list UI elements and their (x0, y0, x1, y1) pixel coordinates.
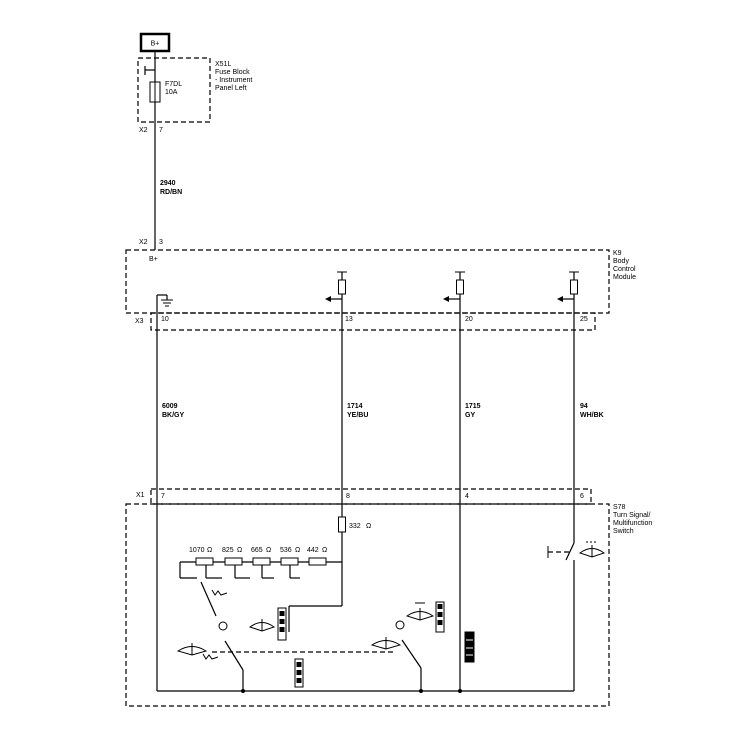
svg-text:RD/BN: RD/BN (160, 189, 182, 196)
power-label: B+ (151, 41, 160, 48)
svg-text:WH/BK: WH/BK (580, 412, 604, 419)
fuse-connector: X2 (139, 127, 148, 134)
bcm-power-connector: X2 (139, 239, 148, 246)
svg-text:6009: 6009 (162, 403, 178, 410)
bcm-io-connector: X3 (135, 318, 144, 325)
switch-boundary (125, 503, 610, 707)
fuse-pin: 7 (159, 127, 163, 134)
mode-indicator-bars (435, 601, 445, 633)
svg-text:Ω: Ω (266, 547, 271, 554)
bcm-pin-20: 20 (465, 316, 473, 323)
svg-text:Ω: Ω (295, 547, 300, 554)
resistor-332-label: 332 (349, 523, 361, 530)
switch-title: S78 Turn Signal/ Multifunction Switch (613, 504, 652, 535)
bcm-pin-13: 13 (345, 316, 353, 323)
svg-text:Body: Body (613, 258, 629, 265)
svg-text:Ω: Ω (366, 523, 371, 530)
fuse-rating: 10A (165, 89, 178, 96)
washer-pump-switch (547, 503, 575, 691)
bcm-input-13 (325, 271, 347, 313)
svg-text:536: 536 (280, 547, 292, 554)
bcm-power-pin: 3 (159, 239, 163, 246)
bcm-boundary (125, 249, 610, 314)
svg-text:94: 94 (580, 403, 588, 410)
mode-indicator-bars (464, 631, 475, 663)
svg-text:Module: Module (613, 274, 636, 281)
svg-text:Ω: Ω (322, 547, 327, 554)
svg-text:BK/GY: BK/GY (162, 412, 185, 419)
washer-wiper-icon (405, 602, 435, 621)
resistor-ladder (179, 557, 342, 579)
switch-connector-strip (150, 488, 592, 505)
ground-icon (156, 294, 173, 313)
svg-text:S78: S78 (613, 504, 626, 511)
svg-text:Ω: Ω (207, 547, 212, 554)
svg-text:Turn Signal/: Turn Signal/ (613, 512, 651, 519)
washer-spray-icon (578, 541, 606, 558)
mode-indicator-bars (277, 607, 287, 641)
svg-text:665: 665 (251, 547, 263, 554)
wiper-icon (370, 637, 402, 650)
wire-94-label: 94 WH/BK (580, 403, 604, 419)
bcm-pin-10: 10 (161, 316, 169, 323)
wire-1715-label: 1715 GY (465, 403, 481, 419)
wiper-icon (176, 643, 208, 656)
switch-pin-4: 4 (465, 493, 469, 500)
svg-text:K9: K9 (613, 250, 622, 257)
svg-text:Panel Left: Panel Left (215, 85, 247, 92)
bcm-pin-25: 25 (580, 316, 588, 323)
switch-pin-8: 8 (346, 493, 350, 500)
svg-text:2940: 2940 (160, 180, 176, 187)
bcm-power-label: B+ (149, 256, 158, 263)
bcm-title: K9 Body Control Module (613, 250, 636, 281)
svg-text:Multifunction: Multifunction (613, 520, 652, 527)
fuse-block-boundary (137, 57, 211, 123)
washer-switch (395, 503, 461, 691)
svg-text:825: 825 (222, 547, 234, 554)
switch-pin-7: 7 (161, 493, 165, 500)
battery-power-box: B+ (139, 32, 171, 53)
svg-text:YE/BU: YE/BU (347, 412, 368, 419)
resistor-values: 1070 Ω 825 Ω 665 Ω 536 Ω 442 Ω (189, 547, 327, 554)
wiper-icon (248, 619, 276, 632)
svg-text:442: 442 (307, 547, 319, 554)
svg-text:Ω: Ω (237, 547, 242, 554)
svg-text:1714: 1714 (347, 403, 363, 410)
bcm-input-25 (557, 271, 579, 313)
svg-text:X51L: X51L (215, 61, 231, 68)
svg-text:Control: Control (613, 266, 636, 273)
svg-text:GY: GY (465, 412, 475, 419)
wire-1714-label: 1714 YE/BU (347, 403, 368, 419)
fuse-name: F7DL (165, 81, 182, 88)
svg-text:1070: 1070 (189, 547, 205, 554)
wire-6009-label: 6009 BK/GY (162, 403, 185, 419)
switch-pin-6: 6 (580, 493, 584, 500)
wiper-speed-switch (200, 581, 395, 691)
mode-indicator-bars (294, 658, 304, 688)
svg-text:1715: 1715 (465, 403, 481, 410)
svg-text:- Instrument: - Instrument (215, 77, 252, 84)
svg-text:Switch: Switch (613, 528, 634, 535)
bcm-input-20 (443, 271, 465, 313)
wire-2940-label: 2940 RD/BN (160, 180, 182, 196)
bcm-connector-strip (150, 312, 596, 331)
resistor-332 (338, 516, 346, 533)
switch-connector: X1 (136, 492, 145, 499)
svg-text:Fuse Block: Fuse Block (215, 69, 250, 76)
fuse-block-title: X51L Fuse Block - Instrument Panel Left (215, 61, 252, 92)
